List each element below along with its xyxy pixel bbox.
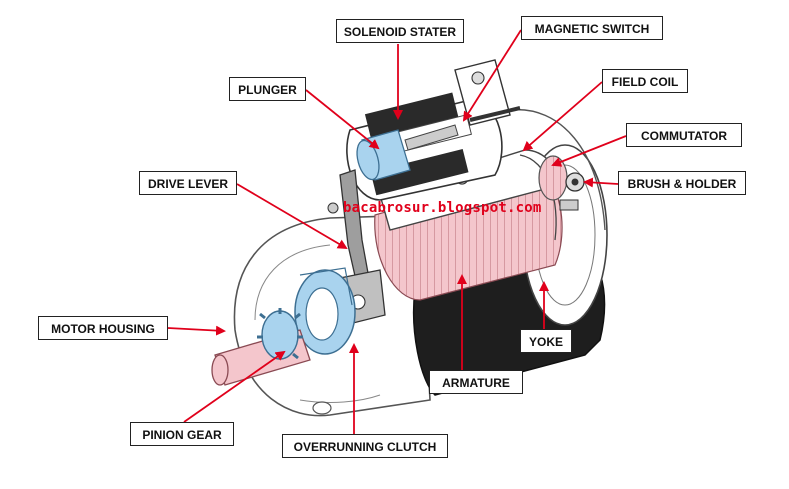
label-field-coil: FIELD COIL	[602, 69, 688, 93]
label-commutator: COMMUTATOR	[626, 123, 742, 147]
overrunning-clutch-part	[294, 267, 356, 355]
label-brush-holder: BRUSH & HOLDER	[618, 171, 746, 195]
arrow-pinion-gear	[183, 350, 286, 423]
pointer-arrows	[167, 29, 627, 434]
arrow-brush-holder	[583, 177, 619, 188]
arrow-drive-lever	[236, 183, 348, 250]
arrow-field-coil	[522, 81, 603, 152]
arrow-plunger	[305, 89, 380, 150]
label-motor-housing: MOTOR HOUSING	[38, 316, 168, 340]
label-drive-lever: DRIVE LEVER	[139, 171, 237, 195]
label-solenoid-stater: SOLENOID STATER	[336, 19, 464, 43]
arrow-motor-housing	[167, 325, 226, 336]
arrow-magnetic-switch	[462, 29, 522, 122]
label-yoke: YOKE	[520, 329, 572, 353]
label-magnetic-switch: MAGNETIC SWITCH	[521, 16, 663, 40]
arrow-commutator	[551, 135, 627, 167]
label-armature: ARMATURE	[429, 370, 523, 394]
label-pinion-gear: PINION GEAR	[130, 422, 234, 446]
label-overrunning-clutch: OVERRUNNING CLUTCH	[282, 434, 448, 458]
label-plunger: PLUNGER	[229, 77, 306, 101]
commutator-assembly	[538, 155, 585, 211]
watermark-text: bacabrosur.blogspot.com	[343, 200, 542, 216]
pinion-gear-part	[211, 308, 311, 386]
